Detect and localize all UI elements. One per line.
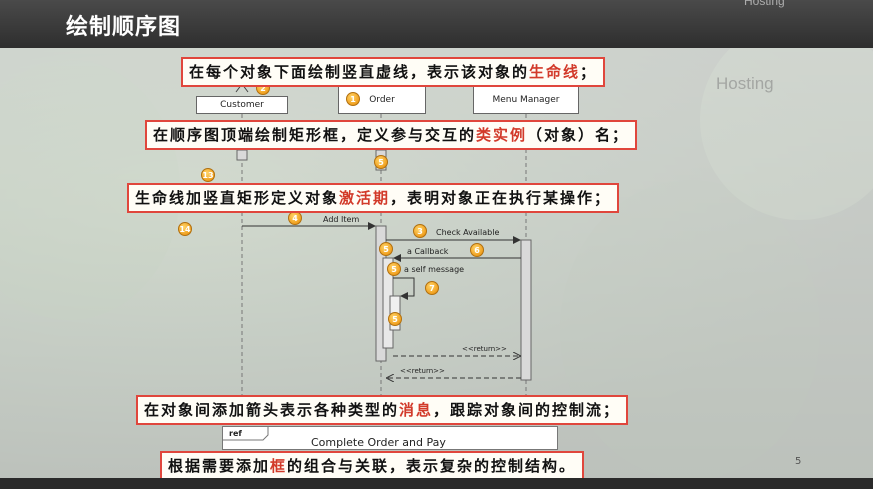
self-message-arrow: [393, 277, 415, 300]
message-return-1: <<return>>: [462, 345, 507, 353]
note-highlight: 消息: [399, 401, 434, 419]
note-text: 生命线加竖直矩形定义对象: [135, 189, 340, 207]
note-text: 的组合与关联，表示复杂的控制结构。: [287, 457, 577, 475]
note-highlight: 类实例: [476, 126, 528, 144]
message-return-2: <<return>>: [400, 367, 445, 375]
step-badge: 5: [374, 155, 388, 169]
note-text: ，跟踪对象间的控制流；: [433, 401, 621, 419]
lifeline-box-customer: Customer: [196, 96, 288, 114]
note-highlight: 生命线: [529, 63, 581, 81]
customer-activation: [236, 149, 248, 161]
note-text: ；: [580, 63, 598, 81]
note-text: 在对象间添加箭头表示各种类型的: [144, 401, 400, 419]
step-badge: 5: [388, 312, 402, 326]
annotation-message: 在对象间添加箭头表示各种类型的消息，跟踪对象间的控制流；: [136, 395, 629, 425]
note-text: 在每个对象下面绘制竖直虚线，表示该对象的: [189, 63, 530, 81]
footer-bar: [0, 478, 873, 489]
step-badge: 14: [178, 222, 192, 236]
message-self: a self message: [404, 265, 465, 274]
step-badge: 1: [346, 92, 360, 106]
step-badge: 13: [201, 168, 215, 182]
note-text: （对象）名；: [527, 126, 630, 144]
note-text: 在顺序图顶端绘制矩形框，定义参与交互的: [153, 126, 477, 144]
annotation-fragment: 根据需要添加框的组合与关联，表示复杂的控制结构。: [160, 451, 585, 481]
annotation-class-instance: 在顺序图顶端绘制矩形框，定义参与交互的类实例（对象）名；: [145, 120, 638, 150]
ref-fragment: ref Complete Order and Pay: [222, 426, 558, 450]
step-badge: 5: [379, 242, 393, 256]
annotation-activation: 生命线加竖直矩形定义对象激活期，表明对象正在执行某操作；: [127, 183, 620, 213]
message-add-item: Add Item: [323, 215, 360, 224]
slide-title: 绘制顺序图: [66, 15, 182, 40]
step-badge: 3: [413, 224, 427, 238]
step-badge: 6: [470, 243, 484, 257]
watermark-top: Hosting: [744, 0, 785, 8]
note-highlight: 框: [270, 457, 288, 475]
title-bar: 绘制顺序图 Hosting: [0, 0, 873, 48]
note-highlight: 激活期: [339, 189, 391, 207]
note-text: ，表明对象正在执行某操作；: [390, 189, 612, 207]
message-callback: a Callback: [407, 247, 449, 256]
step-badge: 7: [425, 281, 439, 295]
page-number: 5: [795, 456, 802, 467]
ref-label: ref: [229, 429, 242, 438]
message-check-available: Check Available: [436, 228, 500, 237]
menu-activation: [520, 239, 532, 381]
step-badge: 4: [288, 211, 302, 225]
annotation-lifeline: 在每个对象下面绘制竖直虚线，表示该对象的生命线；: [181, 57, 606, 87]
ref-tab-icon: [223, 427, 269, 441]
ref-text: Complete Order and Pay: [311, 436, 446, 449]
note-text: 根据需要添加: [168, 457, 271, 475]
step-badge: 5: [387, 262, 401, 276]
watermark: Hosting: [716, 74, 774, 93]
lifeline-box-menu-manager: Menu Manager: [473, 86, 579, 114]
